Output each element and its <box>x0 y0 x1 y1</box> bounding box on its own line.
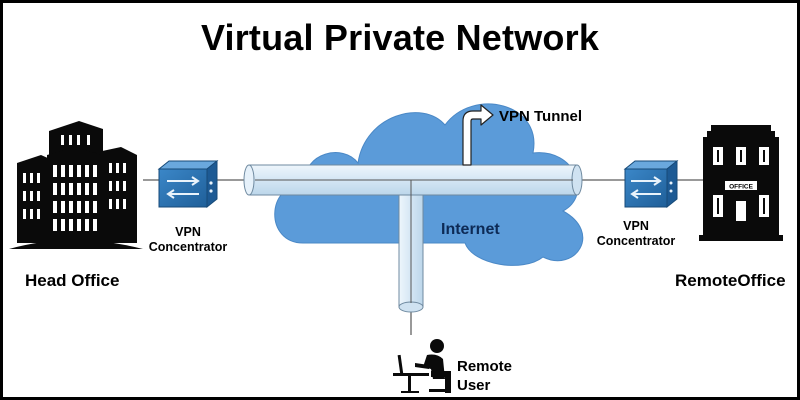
office-sign: OFFICE <box>729 184 753 191</box>
remote-user-pipe <box>398 180 424 313</box>
vpn-concentrator-left-line2: Concentrator <box>148 240 228 254</box>
vpn-concentrator-left-icon <box>157 159 219 209</box>
head-office-label: Head Office <box>25 271 120 290</box>
head-office-buildings-icon <box>9 121 143 249</box>
remote-user-line1: Remote <box>457 358 513 375</box>
vpn-concentrator-left-label: VPN Concentrator <box>135 225 241 255</box>
vpn-tunnel-label: VPN Tunnel <box>499 108 583 125</box>
vpn-concentrator-right-line2: Concentrator <box>596 234 676 248</box>
vpn-concentrator-right-label: VPN Concentrator <box>583 219 689 249</box>
vpn-concentrator-left-line1: VPN <box>175 225 201 239</box>
vpn-tunnel-arrow <box>462 104 494 166</box>
remote-office-label: RemoteOffice <box>675 271 786 290</box>
page-title: Virtual Private Network <box>200 17 600 58</box>
network-diagram: OFFICE <box>9 103 783 393</box>
remote-user-icon <box>393 339 451 393</box>
remote-office-building-icon: OFFICE <box>699 125 783 241</box>
vpn-tunnel-pipe <box>243 164 583 196</box>
vpn-concentrator-right-line1: VPN <box>623 219 649 233</box>
internet-label: Internet <box>441 221 500 238</box>
vpn-concentrator-right-icon <box>623 159 679 209</box>
remote-user-label: Remote User <box>457 357 512 395</box>
remote-user-line2: User <box>457 377 491 394</box>
